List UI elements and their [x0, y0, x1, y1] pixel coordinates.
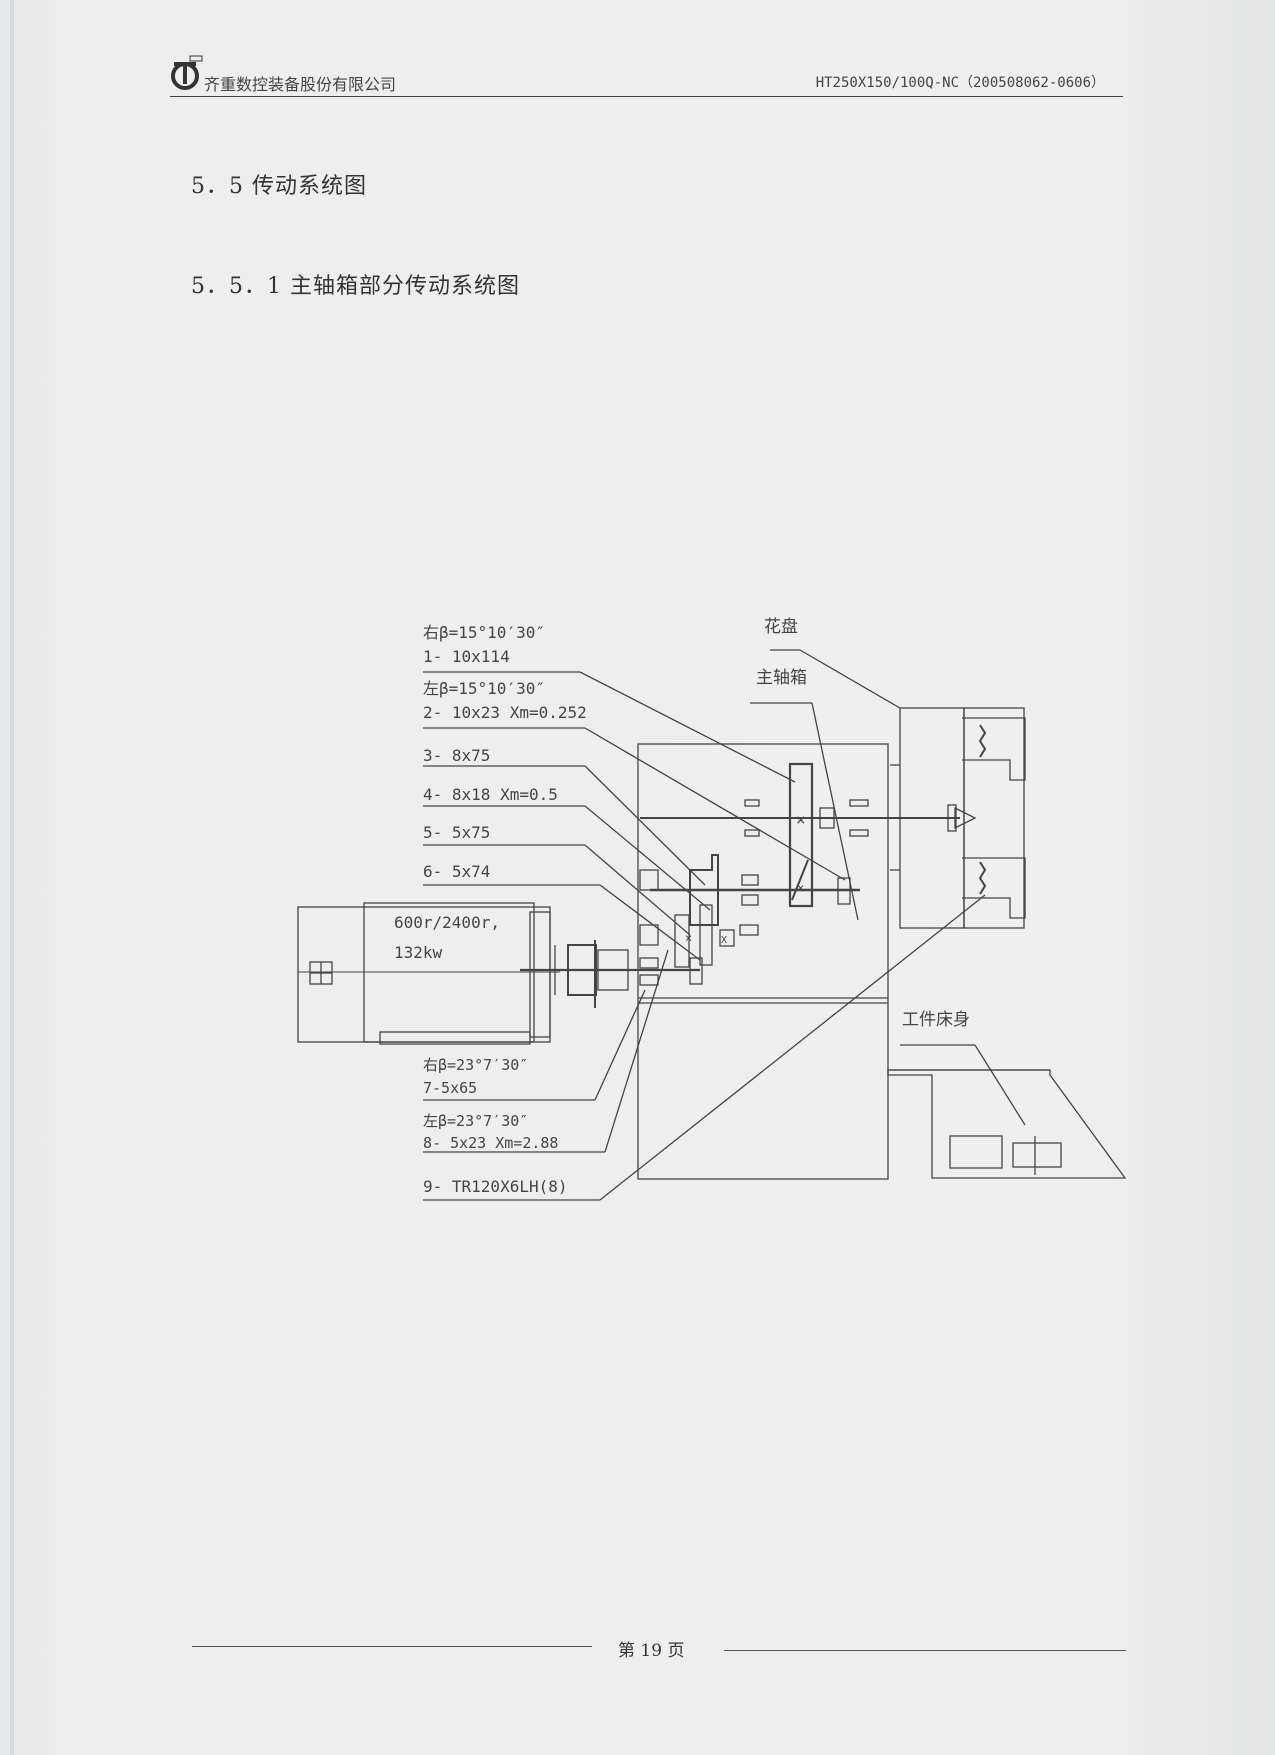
- svg-text:×: ×: [796, 810, 806, 829]
- gear1-helix-label: 右β=15°10′30″: [423, 623, 545, 642]
- gear7-helix-label: 右β=23°7′30″: [423, 1056, 528, 1074]
- motor-speed-label: 600r/2400r,: [394, 913, 500, 932]
- page-number: 第 19 页: [618, 1641, 685, 1661]
- page-header: 齐重数控装备股份有限公司 HT250X150/100Q-NC（200508062…: [170, 54, 1123, 97]
- gear3-spec-label: 3- 8x75: [423, 746, 490, 765]
- motor-power-label: 132kw: [394, 943, 443, 962]
- leadscrew-spec-label: 9- TR120X6LH(8): [423, 1177, 568, 1196]
- headstock-label: 主轴箱: [756, 668, 807, 688]
- scan-edge-shadow: [10, 0, 14, 1755]
- workpiece-bed: [887, 1069, 1127, 1179]
- bed-label: 工件床身: [902, 1010, 970, 1030]
- svg-text:×: ×: [797, 881, 804, 895]
- svg-text:X: X: [721, 935, 727, 946]
- section-title: 5．5 传动系统图: [191, 174, 367, 199]
- gear8-spec-label: 8- 5x23 Xm=2.88: [423, 1134, 558, 1152]
- company-logo-icon: [171, 55, 203, 90]
- faceplate-label: 花盘: [764, 617, 798, 637]
- gear2-helix-label: 左β=15°10′30″: [423, 679, 545, 698]
- subsection-title: 5．5．1 主轴箱部分传动系统图: [191, 274, 520, 299]
- svg-text:×: ×: [685, 931, 692, 945]
- gear1-spec-label: 1- 10x114: [423, 647, 510, 666]
- footer-rule-left: [192, 1646, 592, 1647]
- footer-rule-right: [724, 1650, 1126, 1651]
- gear8-helix-label: 左β=23°7′30″: [423, 1112, 528, 1130]
- gear6-spec-label: 6- 5x74: [423, 862, 490, 881]
- company-name: 齐重数控装备股份有限公司: [204, 75, 397, 94]
- headstock-housing: [637, 743, 889, 1180]
- gear4-spec-label: 4- 8x18 Xm=0.5: [423, 785, 558, 804]
- gear2-spec-label: 2- 10x23 Xm=0.252: [423, 703, 587, 722]
- gear5-spec-label: 5- 5x75: [423, 823, 490, 842]
- document-number: HT250X150/100Q-NC（200508062-0606）: [815, 75, 1105, 91]
- gear7-spec-label: 7-5x65: [423, 1079, 477, 1097]
